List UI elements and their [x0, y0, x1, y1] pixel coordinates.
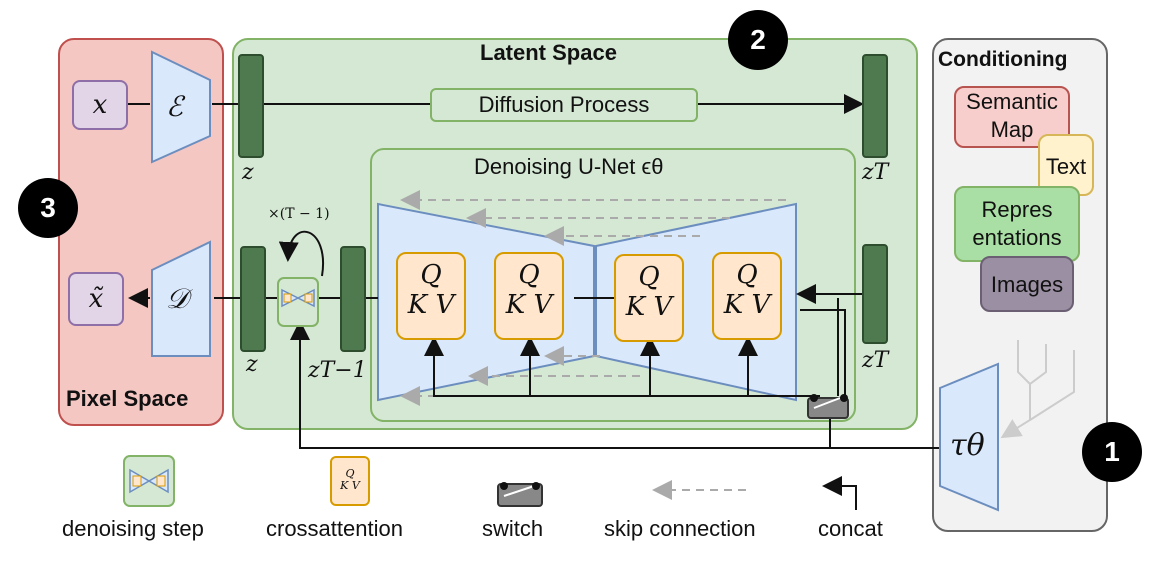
images-box: Images [980, 256, 1074, 312]
tau-shape [939, 362, 999, 512]
text-box: Text [1038, 134, 1094, 196]
representations-box: Repres entations [954, 186, 1080, 262]
badge-2: 2 [728, 10, 788, 70]
zt-label-bottom: zT [862, 348, 889, 373]
legend-concat: concat [818, 516, 883, 541]
qkv-kv-label: K V [723, 290, 771, 320]
conditioning-title: Conditioning [938, 48, 1068, 71]
qkv-q-label: Q [518, 260, 540, 290]
legend-denoising-step-icon [123, 455, 175, 507]
x-input-box: x [72, 80, 128, 130]
badge-1: 1 [1082, 422, 1142, 482]
qkv-kv-label: K V [505, 290, 553, 320]
latent-z-bar-bottom [240, 246, 266, 352]
legend-crossattention: crossattention [266, 516, 403, 541]
legend-denoising-step: denoising step [62, 516, 204, 541]
unet-title: Denoising U-Net ϵθ [474, 154, 664, 179]
encoder-label: ℰ [166, 90, 183, 123]
tau-label: τθ [950, 428, 985, 463]
qkv-q-label: Q [420, 260, 442, 290]
switch-shape [807, 394, 849, 419]
decoder-shape [151, 240, 211, 357]
repeat-label: ×(T − 1) [268, 206, 330, 222]
legend-skip-connection: skip connection [604, 516, 756, 541]
latent-z-bar-top [238, 54, 264, 158]
qkv-kv-label: K V [407, 290, 455, 320]
z-label-bottom: z [246, 352, 258, 377]
zt-label-top: zT [862, 160, 889, 185]
crossattention-block-1: Q K V [396, 252, 466, 340]
legend-switch-icon [497, 482, 543, 507]
qkv-q-label: Q [638, 262, 660, 292]
legend-qkv-kv: K V [340, 479, 360, 492]
decoder-label: 𝒟 [166, 282, 189, 315]
crossattention-block-3: Q K V [614, 254, 684, 342]
qkv-kv-label: K V [625, 292, 673, 322]
qkv-q-label: Q [736, 260, 758, 290]
x-tilde-output-box: x̃ [68, 272, 124, 326]
latent-space-title: Latent Space [480, 40, 617, 65]
z-label-top: z [242, 160, 254, 185]
latent-zt-bar-top [862, 54, 888, 158]
badge-3: 3 [18, 178, 78, 238]
latent-zt1-bar [340, 246, 366, 352]
legend-concat-arrow [822, 476, 857, 510]
denoising-step-icon [277, 277, 319, 327]
diffusion-process-box: Diffusion Process [430, 88, 698, 122]
crossattention-block-4: Q K V [712, 252, 782, 340]
crossattention-block-2: Q K V [494, 252, 564, 340]
latent-zt-bar-bottom [862, 244, 888, 344]
legend-crossattention-icon: Q K V [330, 456, 370, 506]
legend-switch: switch [482, 516, 544, 541]
zt1-label: zT−1 [308, 358, 367, 383]
encoder-shape [151, 50, 211, 164]
legend-qkv-q: Q [345, 467, 355, 480]
pixel-space-title: Pixel Space [66, 386, 189, 411]
